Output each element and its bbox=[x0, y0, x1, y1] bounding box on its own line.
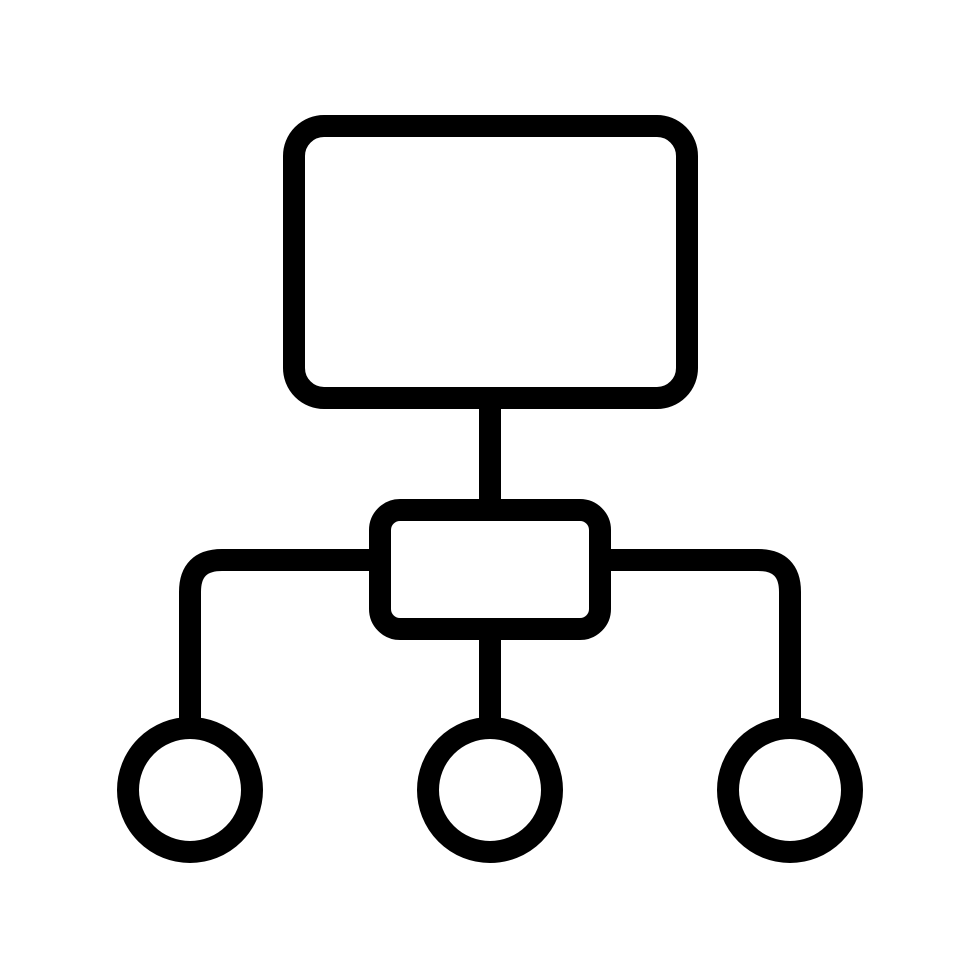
middle-node-box bbox=[369, 499, 611, 640]
center-leaf-node bbox=[417, 717, 563, 863]
right-leaf-node bbox=[717, 717, 863, 863]
left-branch-line bbox=[179, 549, 391, 731]
right-branch-line bbox=[589, 549, 801, 731]
top-node-box bbox=[283, 115, 698, 409]
left-leaf-node bbox=[117, 717, 263, 863]
